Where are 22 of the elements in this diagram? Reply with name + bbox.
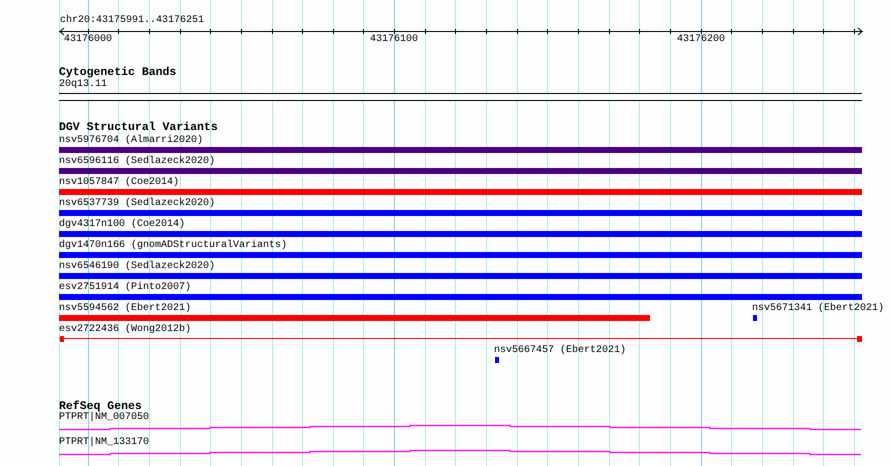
track-heading: RefSeq Genes bbox=[59, 400, 142, 413]
feature-label: nsv6546190 (Sedlazeck2020) bbox=[59, 261, 216, 273]
feature-label: dgv1470n166 (gnomADStructuralVariants) bbox=[59, 240, 288, 252]
feature-label: esv2751914 (Pinto2007) bbox=[59, 282, 192, 294]
feature-label: 20q13.11 bbox=[59, 79, 108, 91]
feature-label: PTPRT|NM_007050 bbox=[59, 412, 150, 424]
feature-label: nsv1057847 (Coe2014) bbox=[59, 177, 180, 189]
tick-label: 43176200 bbox=[677, 34, 725, 46]
track-heading: Cytogenetic Bands bbox=[59, 66, 176, 79]
feature-label: nsv5671341 (Ebert2021) bbox=[752, 303, 884, 315]
tick-label: 43176100 bbox=[370, 34, 418, 46]
feature-label: esv2722436 (Wong2012b) bbox=[59, 324, 192, 336]
feature-label: nsv6596116 (Sedlazeck2020) bbox=[59, 156, 216, 168]
feature-label: dgv4317n100 (Coe2014) bbox=[59, 219, 186, 231]
feature-label: nsv5667457 (Ebert2021) bbox=[494, 345, 626, 357]
feature-label: nsv5976704 (Almarri2020) bbox=[59, 135, 204, 147]
feature-label: PTPRT|NM_133170 bbox=[59, 437, 150, 449]
feature-label: nsv5594562 (Ebert2021) bbox=[59, 303, 192, 315]
locus-label: chr20:43175991..43176251 bbox=[60, 15, 204, 27]
feature-label: nsv6537739 (Sedlazeck2020) bbox=[59, 198, 216, 210]
track-heading: DGV Structural Variants bbox=[59, 121, 218, 134]
tick-label: 43176000 bbox=[64, 34, 112, 46]
